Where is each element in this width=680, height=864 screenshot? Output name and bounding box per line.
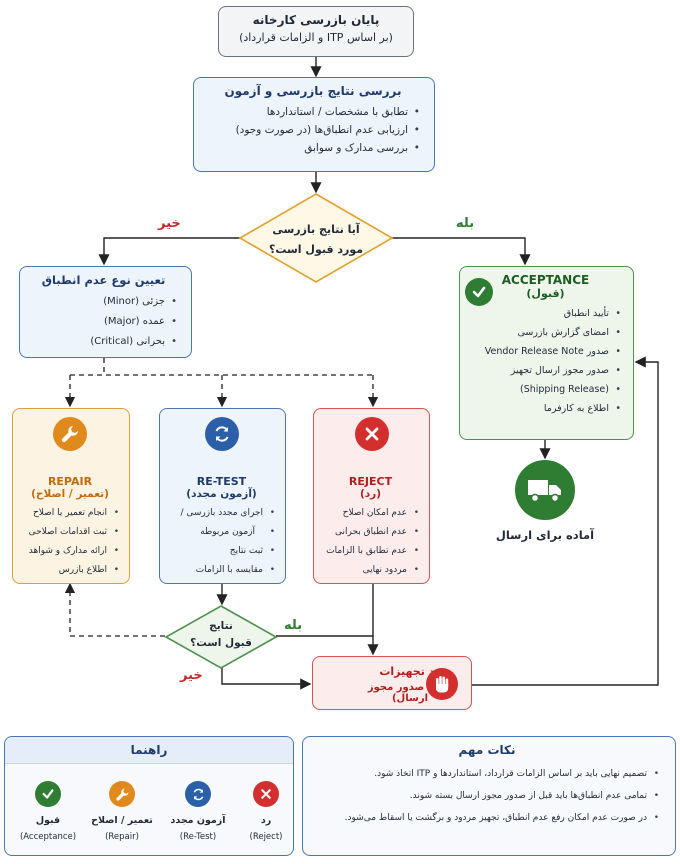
decision2-no-label: خیر xyxy=(180,668,203,683)
legend-label: تعمیر / اصلاح xyxy=(91,815,153,826)
notes-item: در صورت عدم امکان رفع عدم انطباق، تجهیز … xyxy=(311,807,659,829)
repair-item: اطلاع بازرس xyxy=(17,561,119,580)
check-icon xyxy=(465,278,493,306)
acceptance-item: اطلاع به کارفرما xyxy=(466,399,621,418)
reject-final-title: رد تجهیزات xyxy=(379,665,441,678)
acceptance-title-fa: (قبول) xyxy=(526,287,565,300)
stop-hand-icon xyxy=(426,668,458,700)
decision2-diamond xyxy=(164,605,278,669)
acceptance-title-en: ACCEPTANCE xyxy=(501,273,590,287)
legend-box: راهنما قبول (Acceptance) تعمیر / اصلاح (… xyxy=(4,736,294,856)
legend-refresh-icon xyxy=(185,781,211,807)
legend-sublabel: (Repair) xyxy=(105,832,139,842)
decision2-line2: قبول است؟ xyxy=(190,637,252,649)
reject-item: مردود نهایی xyxy=(318,561,419,580)
legend-check-icon xyxy=(35,781,61,807)
acceptance-item: صدور Vendor Release Note xyxy=(466,342,621,361)
truck-icon xyxy=(515,460,575,520)
acceptance-item: امضای گزارش بازرسی xyxy=(466,323,621,342)
refresh-icon xyxy=(205,417,239,451)
legend-sublabel: (Re-Test) xyxy=(179,832,217,842)
legend-label: قبول xyxy=(35,815,61,826)
review-item: ارزیابی عدم انطباق‌ها (در صورت وجود) xyxy=(202,121,420,139)
start-subtitle: (بر اساس ITP و الزامات قرارداد) xyxy=(239,31,393,44)
retest-box: RE-TEST (آزمون مجدد) اجرای مجدد بازرسی /… xyxy=(159,408,286,584)
acceptance-item: تأیید انطباق xyxy=(466,304,621,323)
nc-type-title: تعیین نوع عدم انطباق xyxy=(41,273,166,287)
notes-title: نکات مهم xyxy=(458,743,516,757)
reject-title-en: REJECT xyxy=(348,475,393,488)
decision2-yes-label: بله xyxy=(284,618,303,633)
legend-label: آزمون مجدد xyxy=(170,815,226,826)
decision1-no-label: خیر xyxy=(158,216,181,231)
close-icon xyxy=(355,417,389,451)
start-title: پایان بازرسی کارخانه xyxy=(252,13,380,27)
legend-sublabel: (Reject) xyxy=(249,832,283,842)
retest-item: ثبت نتایج xyxy=(164,542,275,561)
reject-item: عدم تطابق با الزامات xyxy=(318,542,419,561)
reject-box: REJECT (رد) عدم امکان اصلاح عدم انطباق ب… xyxy=(313,408,430,584)
decision1-diamond xyxy=(238,193,394,283)
repair-title-fa: (تعمیر / اصلاح) xyxy=(31,488,109,500)
reject-item: عدم امکان اصلاح xyxy=(318,504,419,523)
legend-title: راهنما xyxy=(5,737,293,764)
retest-item: مقایسه با الزامات xyxy=(164,561,275,580)
review-title: بررسی نتایج بازرسی و آزمون xyxy=(224,84,402,98)
review-item: بررسی مدارک و سوابق xyxy=(202,139,420,157)
ready-label: آماده برای ارسال xyxy=(495,528,595,542)
decision1-line2: مورد قبول است؟ xyxy=(268,243,364,256)
notes-item: تصمیم نهایی باید بر اساس الزامات قرارداد… xyxy=(311,763,659,785)
repair-item: ثبت اقدامات اصلاحی xyxy=(17,523,119,542)
acceptance-item-cont: (Shipping Release) xyxy=(466,380,621,399)
legend-close-icon xyxy=(253,781,279,807)
decision2-line1: نتایج xyxy=(209,620,233,632)
review-item: تطابق با مشخصات / استانداردها xyxy=(202,103,420,121)
nc-type-item: عمده (Major) xyxy=(26,312,177,332)
retest-title-fa: (آزمون مجدد) xyxy=(186,488,257,500)
decision1-line1: آیا نتایج بازرسی xyxy=(272,223,360,236)
retest-title-en: RE-TEST xyxy=(196,475,247,488)
legend-sublabel: (Acceptance) xyxy=(19,832,77,842)
nc-type-item: جزئی (Minor) xyxy=(26,292,177,312)
repair-item: ارائه مدارک و شواهد xyxy=(17,542,119,561)
reject-item: عدم انطباق بحرانی xyxy=(318,523,419,542)
reject-final-subtitle: (عدم صدور مجوز ارسال) xyxy=(367,682,453,704)
decision1-yes-label: بله xyxy=(456,216,475,231)
nc-type-item: بحرانی (Critical) xyxy=(26,332,177,352)
notes-item: تمامی عدم انطباق‌ها باید قبل از صدور مجو… xyxy=(311,785,659,807)
wrench-icon xyxy=(53,417,87,451)
start-box: پایان بازرسی کارخانه (بر اساس ITP و الزا… xyxy=(218,6,414,57)
reject-title-fa: (رد) xyxy=(359,488,382,500)
legend-label: رد xyxy=(260,815,272,826)
repair-item: انجام تعمیر یا اصلاح xyxy=(17,504,119,523)
review-box: بررسی نتایج بازرسی و آزمون تطابق با مشخص… xyxy=(193,77,435,172)
nc-type-box: تعیین نوع عدم انطباق جزئی (Minor) عمده (… xyxy=(19,266,192,358)
repair-title-en: REPAIR xyxy=(47,475,93,488)
retest-item-cont: آزمون مربوطه xyxy=(164,523,275,542)
acceptance-item: صدور مجوز ارسال تجهیز xyxy=(466,361,621,380)
legend-wrench-icon xyxy=(109,781,135,807)
notes-box: نکات مهم تصمیم نهایی باید بر اساس الزاما… xyxy=(302,736,676,856)
retest-item: اجرای مجدد بازرسی / xyxy=(164,504,275,523)
